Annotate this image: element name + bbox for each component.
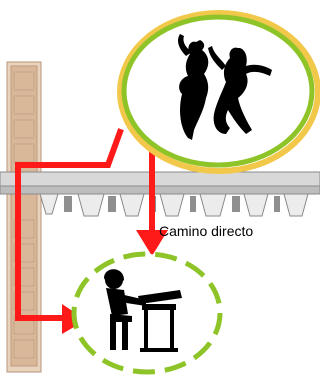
upper-ring bbox=[120, 13, 318, 171]
beam-structure bbox=[0, 172, 320, 216]
wall-column bbox=[7, 62, 41, 372]
direct-path-label: Camino directo bbox=[159, 223, 253, 239]
